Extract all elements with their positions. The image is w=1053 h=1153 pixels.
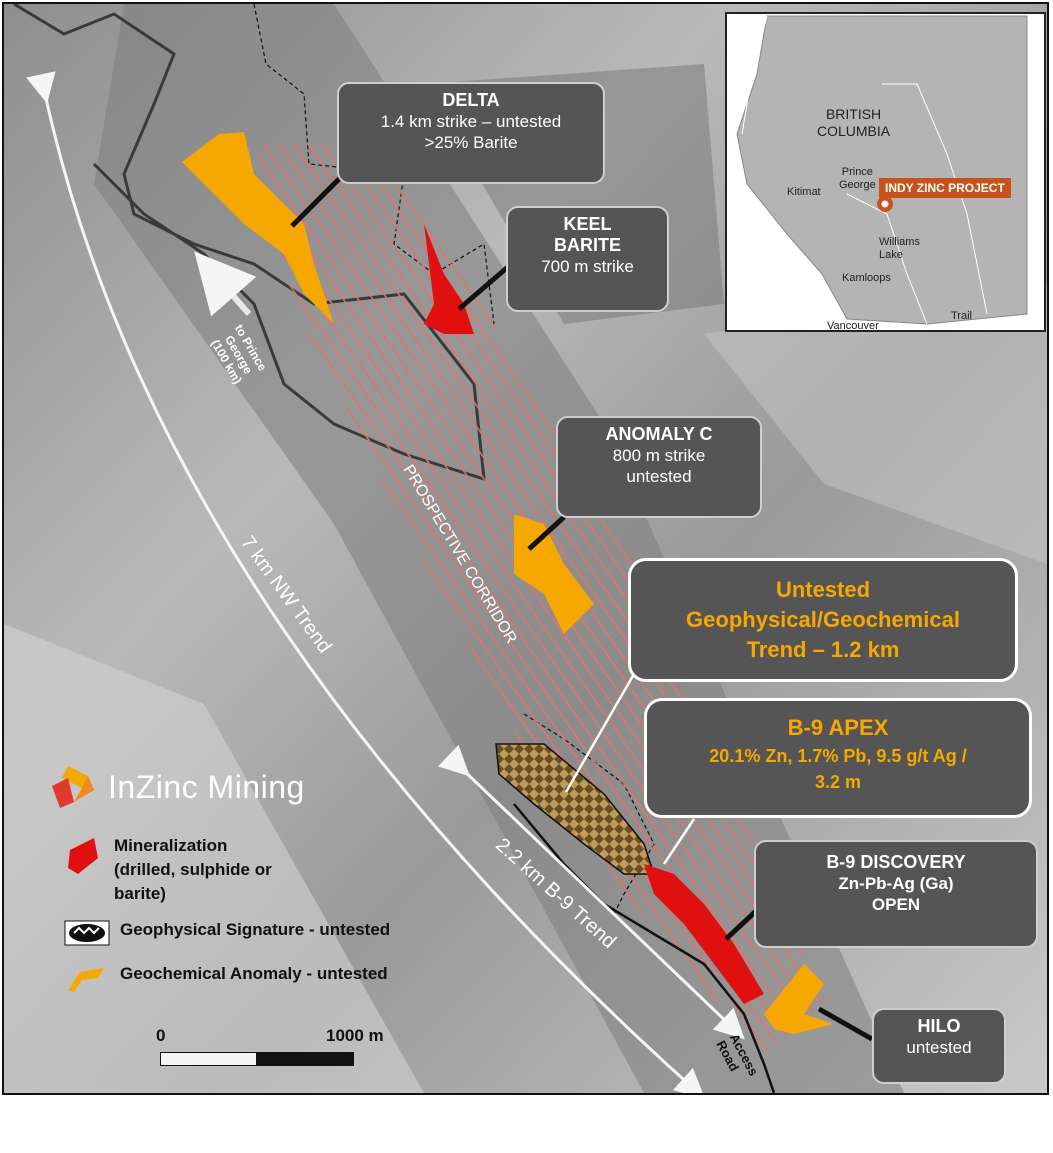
mineralization-swatch-icon xyxy=(68,838,98,874)
delta-callout: DELTA 1.4 km strike – untested >25% Bari… xyxy=(337,82,605,184)
keel-barite-callout: KEEL BARITE 700 m strike xyxy=(506,206,669,312)
project-tag: INDY ZINC PROJECT xyxy=(879,178,1011,198)
bc-outline xyxy=(736,15,1028,325)
hilo-callout: HILO untested xyxy=(872,1008,1006,1084)
inzinc-logo-icon xyxy=(52,766,94,808)
project-map: 7 km NW Trend 2.2 km B-9 Trend PROSPECTI… xyxy=(2,2,1049,1095)
company-logo: InZinc Mining xyxy=(48,762,305,812)
anomaly-c-callout: ANOMALY C 800 m strike untested xyxy=(556,416,762,518)
scale-start-label: 0 xyxy=(156,1026,166,1045)
legend-geochemical: Geochemical Anomaly - untested xyxy=(64,964,388,994)
untested-trend-callout: Untested Geophysical/Geochemical Trend –… xyxy=(628,558,1018,682)
legend-mineralization: Mineralization (drilled, sulphide or bar… xyxy=(64,834,272,906)
town-vancouver: Vancouver xyxy=(827,320,879,332)
province-label: BRITISH COLUMBIA xyxy=(817,106,891,139)
town-prince-george: Prince George xyxy=(839,166,876,191)
hilo-anomaly xyxy=(764,964,834,1034)
logo-text: InZinc Mining xyxy=(108,768,305,805)
b9-apex-callout: B-9 APEX 20.1% Zn, 1.7% Pb, 9.5 g/t Ag /… xyxy=(644,698,1032,818)
scale-bar: 0 1000 m xyxy=(156,1026,386,1068)
geochemical-swatch-icon xyxy=(68,968,104,992)
town-trail: Trail xyxy=(951,310,972,322)
town-williams-lake: Williams Lake xyxy=(879,236,920,261)
town-kamloops: Kamloops xyxy=(842,272,891,284)
inset-map-british-columbia: BRITISH COLUMBIA INDY ZINC PROJECT Kitim… xyxy=(725,12,1046,332)
scale-end-label: 1000 m xyxy=(326,1026,384,1045)
geophysical-swatch-icon xyxy=(64,920,110,946)
legend-geophysical: Geophysical Signature - untested xyxy=(64,920,390,946)
town-kitimat: Kitimat xyxy=(787,186,821,198)
b9-discovery-callout: B-9 DISCOVERY Zn-Pb-Ag (Ga) OPEN xyxy=(754,840,1038,948)
